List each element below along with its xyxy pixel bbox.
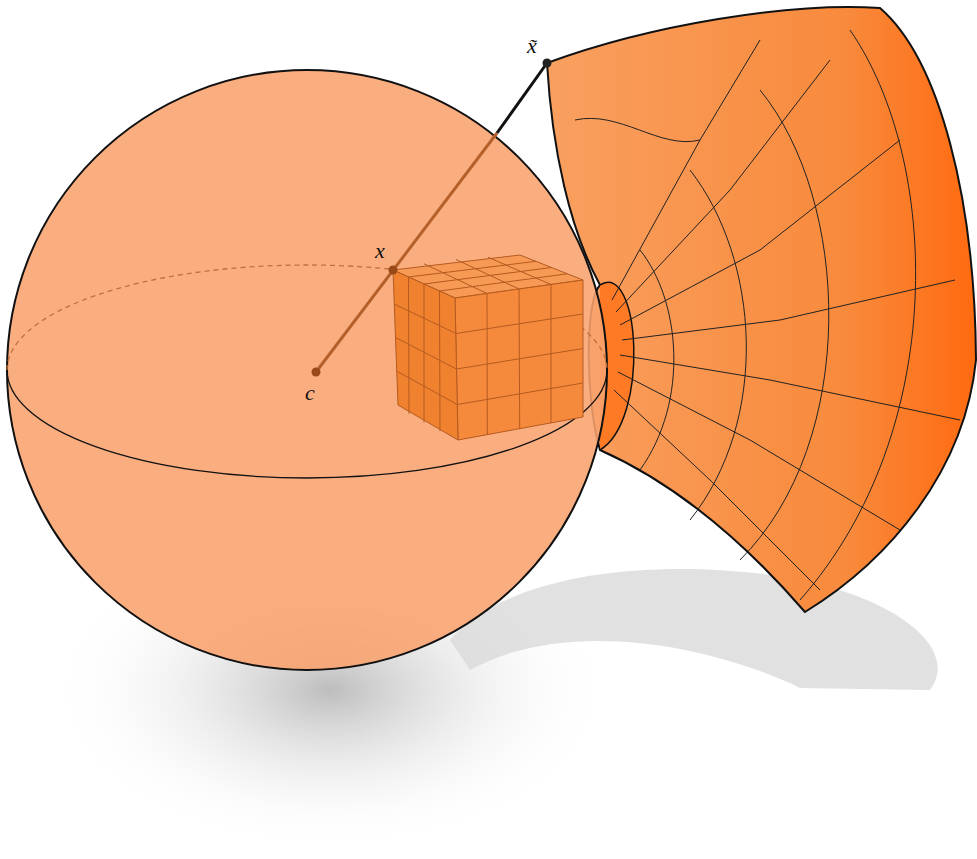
- inverted-surface: [547, 7, 976, 612]
- ray-outside: [497, 63, 547, 133]
- point-x: [389, 266, 398, 275]
- center-point: [312, 368, 321, 377]
- image-point-label: x̃: [527, 35, 537, 57]
- cube: [393, 255, 583, 440]
- sphere: [7, 70, 607, 670]
- point-x-tilde: [543, 59, 552, 68]
- horn-shadow: [450, 569, 938, 690]
- center-label: c: [305, 382, 315, 404]
- point-label: x: [375, 240, 385, 262]
